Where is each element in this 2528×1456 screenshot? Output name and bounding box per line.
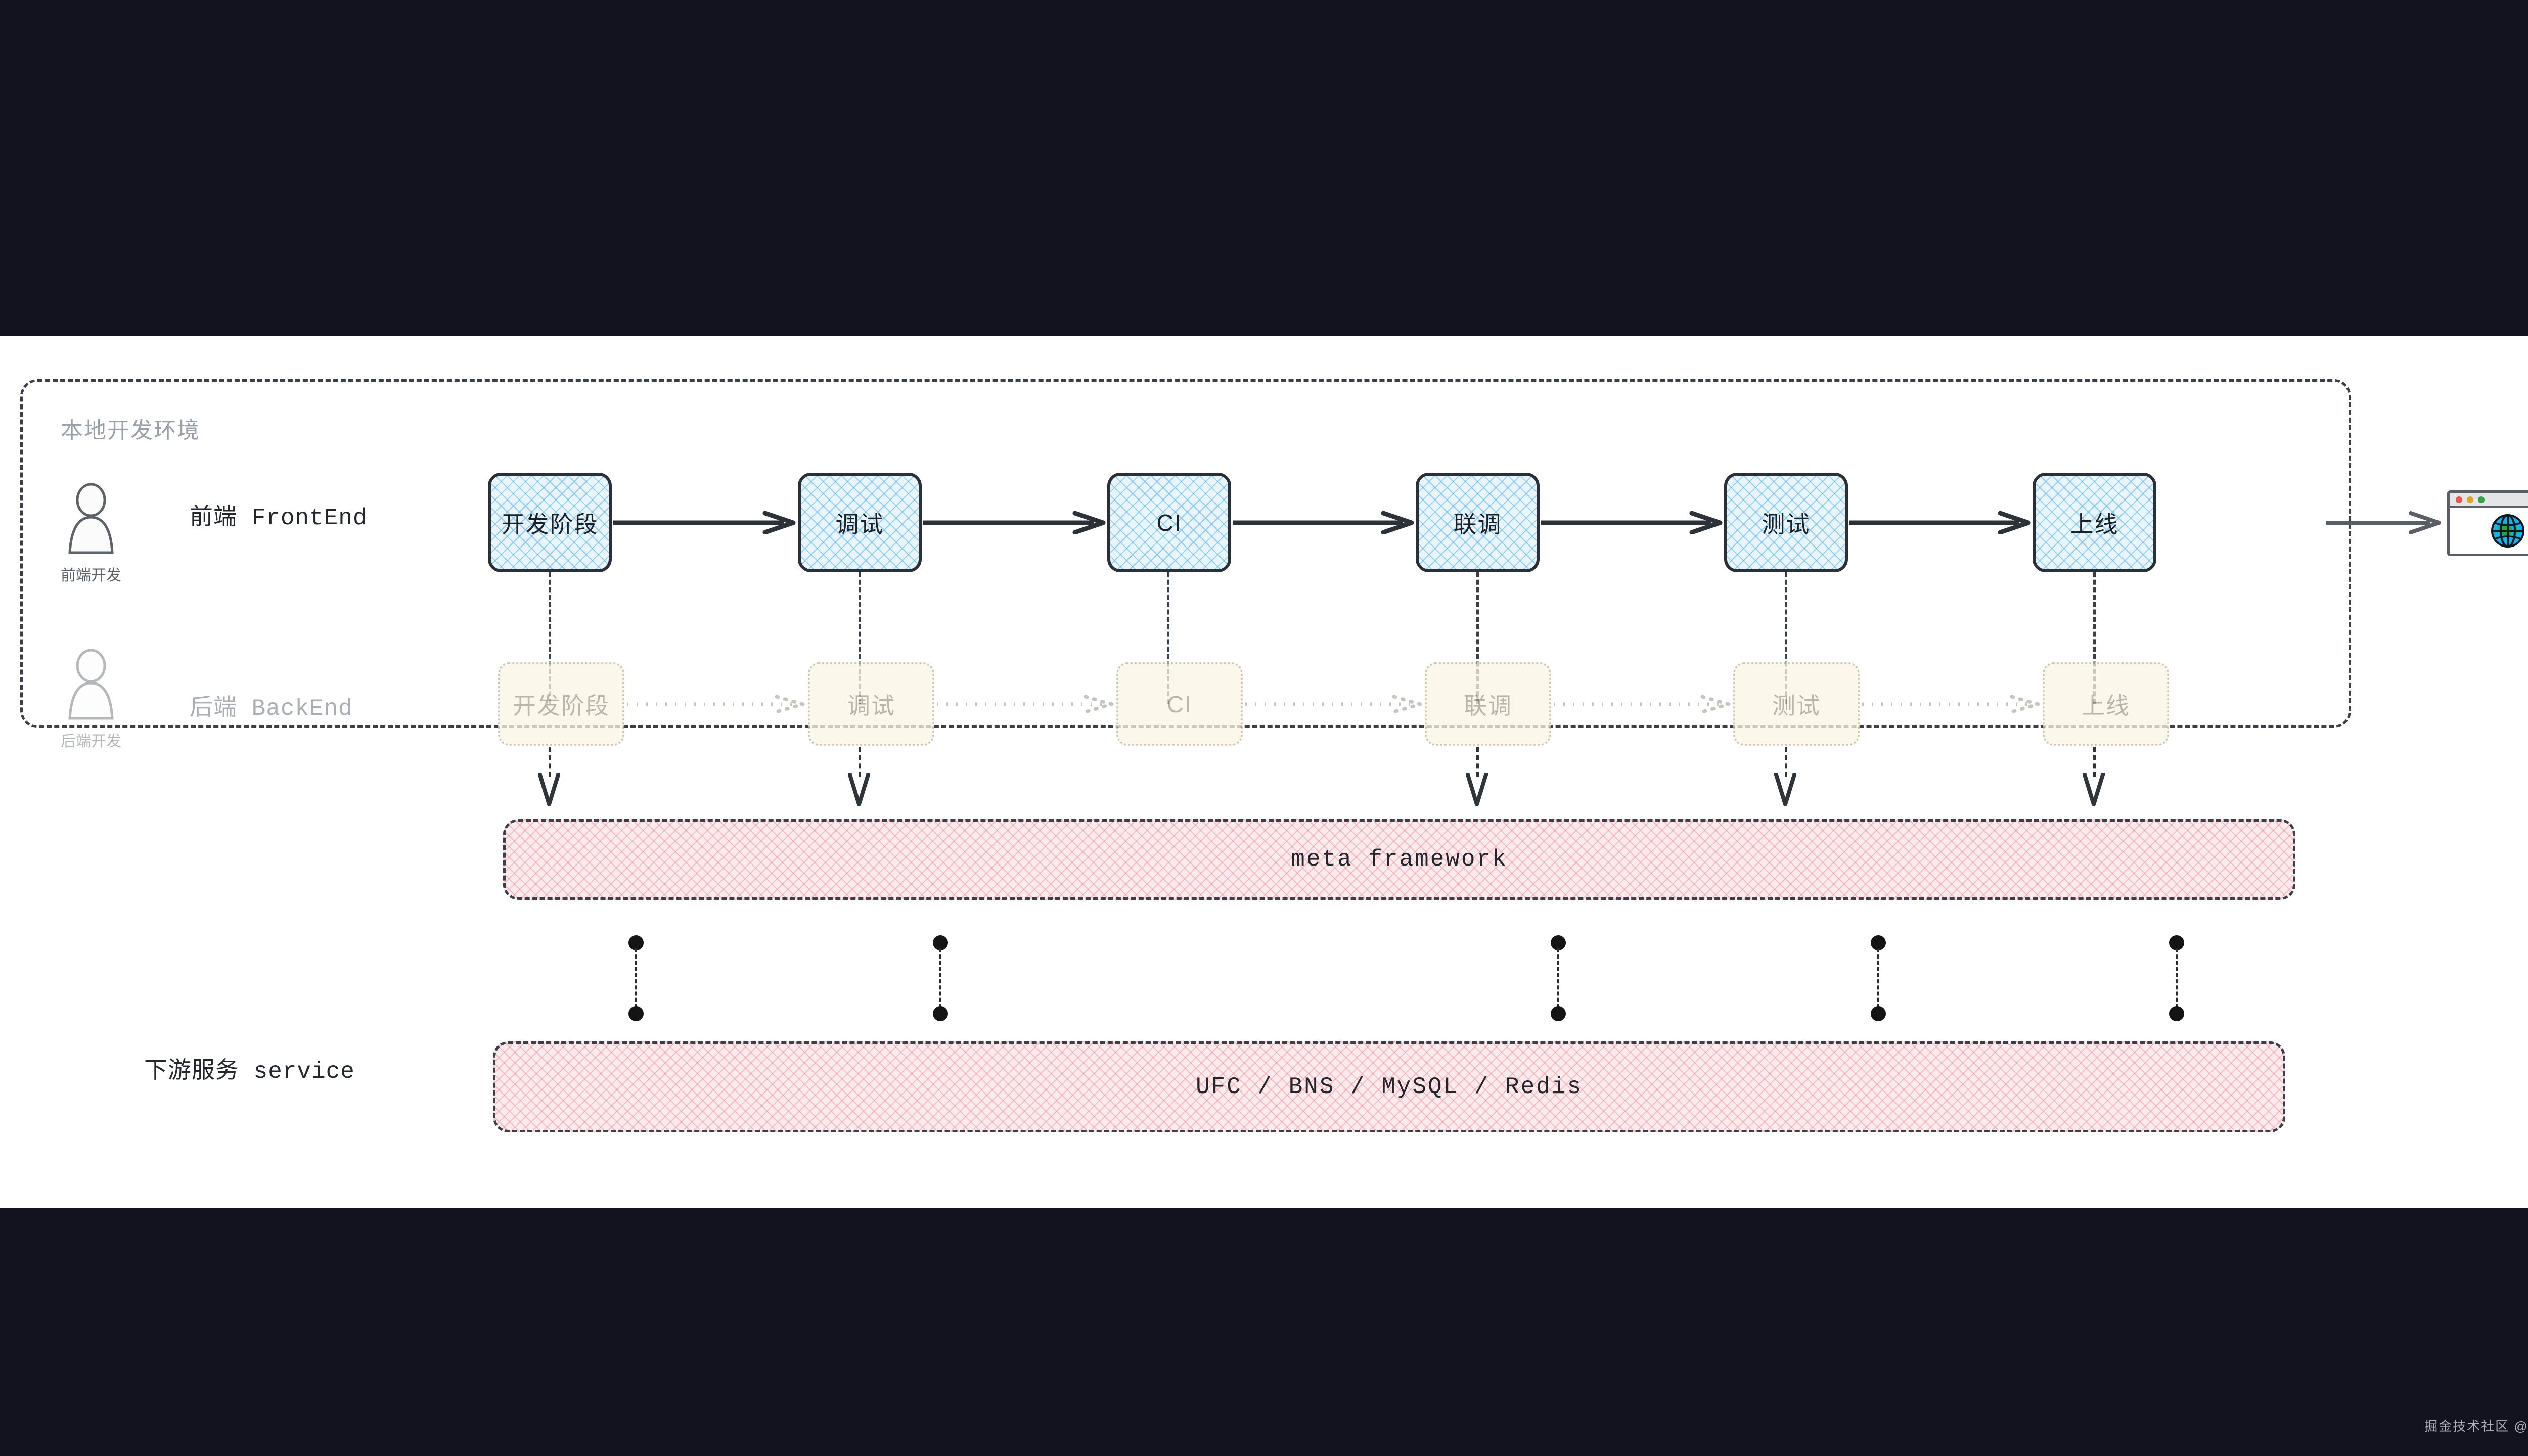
backend-stage-1-label: 调试 — [847, 692, 895, 719]
local-env-title: 本地开发环境 — [61, 418, 200, 443]
connector-dot-bottom — [1871, 1006, 1886, 1021]
meta-service-connector-1 — [933, 935, 948, 1021]
backend-person-caption: 后端开发 — [61, 733, 121, 750]
backend-person: 后端开发 — [61, 649, 121, 751]
frontend-stage-1-label: 调试 — [835, 511, 884, 537]
meta-service-connector-3 — [1871, 935, 1886, 1021]
connector-dot-bottom — [628, 1006, 644, 1021]
backend-arrow-4 — [1862, 694, 2041, 714]
meta-framework-label: meta framework — [1291, 846, 1508, 873]
frontend-role-label: 前端 FrontEnd — [190, 505, 368, 531]
meta-framework-bar[interactable]: meta framework — [503, 819, 2295, 900]
frontend-stage-3-label: 联调 — [1453, 511, 1502, 537]
connector-dot-bottom — [1551, 1006, 1566, 1021]
frontend-stage-5[interactable]: 上线 — [2033, 473, 2156, 572]
frontend-arrow-1 — [923, 511, 1106, 534]
backend-stage-4-label: 测试 — [1772, 692, 1821, 719]
connector-segment — [1557, 948, 1559, 1008]
service-bar[interactable]: UFC / BNS / MySQL / Redis — [493, 1041, 2285, 1132]
connector-dot-top — [1551, 935, 1566, 950]
fe-be-link-1 — [859, 572, 861, 704]
connector-dot-top — [1871, 935, 1886, 950]
diagram-canvas: 本地开发环境 前端开发 前端 FrontEnd 后端开发 后端 BackEnd … — [0, 336, 2528, 1208]
traffic-light-yellow — [2467, 496, 2473, 503]
backend-stage-4[interactable]: 测试 — [1733, 662, 1860, 746]
frontend-stage-3[interactable]: 联调 — [1416, 473, 1540, 572]
connector-dot-top — [933, 935, 948, 950]
frontend-person-caption: 前端开发 — [61, 567, 121, 584]
backend-stage-5-label: 上线 — [2082, 692, 2130, 719]
connector-segment — [2176, 948, 2178, 1008]
service-row-label: 下游服务 service — [144, 1059, 355, 1085]
person-icon — [68, 483, 114, 554]
frontend-stage-2-label: CI — [1156, 509, 1182, 536]
backend-stage-1[interactable]: 调试 — [808, 662, 934, 746]
frontend-stage-0[interactable]: 开发阶段 — [488, 473, 612, 572]
frontend-person: 前端开发 — [61, 483, 121, 585]
frontend-stage-2[interactable]: CI — [1107, 473, 1231, 572]
meta-service-connector-0 — [628, 935, 644, 1021]
backend-stage-5[interactable]: 上线 — [2043, 662, 2169, 746]
backend-stage-3-label: 联调 — [1464, 692, 1512, 719]
frontend-stage-4-label: 测试 — [1762, 511, 1811, 537]
backend-role-label: 后端 BackEnd — [190, 696, 353, 722]
fe-be-link-2 — [1167, 572, 1169, 704]
frontend-arrow-4 — [1849, 511, 2032, 534]
backend-stage-0-label: 开发阶段 — [513, 692, 610, 719]
globe-icon — [2491, 514, 2524, 548]
meta-service-connector-2 — [1551, 935, 1566, 1021]
connector-dot-bottom — [2169, 1006, 2184, 1021]
fe-be-link-0 — [549, 572, 551, 704]
backend-arrow-1 — [937, 694, 1115, 714]
frontend-stage-4[interactable]: 测试 — [1724, 473, 1848, 572]
frontend-arrow-3 — [1541, 511, 1723, 534]
frontend-stage-1[interactable]: 调试 — [798, 473, 922, 572]
frontend-arrow-0 — [613, 511, 796, 534]
person-icon — [68, 649, 114, 720]
frontend-stage-5-label: 上线 — [2070, 511, 2119, 537]
backend-stage-3[interactable]: 联调 — [1425, 662, 1551, 746]
frontend-arrow-2 — [1233, 511, 1415, 534]
backend-stage-2-label: CI — [1167, 691, 1192, 717]
traffic-light-red — [2456, 496, 2462, 503]
traffic-light-green — [2478, 496, 2485, 503]
watermark: 掘金技术社区 @ 张亚涛 — [2424, 1419, 2528, 1434]
backend-arrow-0 — [627, 694, 806, 714]
browser-body — [2450, 508, 2528, 554]
fe-be-link-5 — [2093, 572, 2096, 704]
fe-be-link-3 — [1476, 572, 1479, 704]
backend-arrow-3 — [1554, 694, 1732, 714]
connector-dot-bottom — [933, 1006, 948, 1021]
meta-service-connector-4 — [2169, 935, 2184, 1021]
backend-stage-0[interactable]: 开发阶段 — [498, 662, 624, 746]
connector-dot-top — [2169, 935, 2184, 950]
frontend-exit-arrow — [2326, 511, 2442, 537]
browser-titlebar — [2450, 493, 2528, 508]
service-bar-label: UFC / BNS / MySQL / Redis — [1195, 1074, 1583, 1100]
connector-dot-top — [628, 935, 644, 950]
backend-arrow-2 — [1245, 694, 1423, 714]
backend-stage-2[interactable]: CI — [1116, 662, 1243, 746]
frontend-stage-0-label: 开发阶段 — [501, 511, 599, 537]
fe-be-link-4 — [1785, 572, 1787, 704]
browser-window-icon[interactable] — [2447, 490, 2528, 556]
connector-segment — [635, 948, 637, 1008]
connector-segment — [939, 948, 941, 1008]
connector-segment — [1877, 948, 1879, 1008]
